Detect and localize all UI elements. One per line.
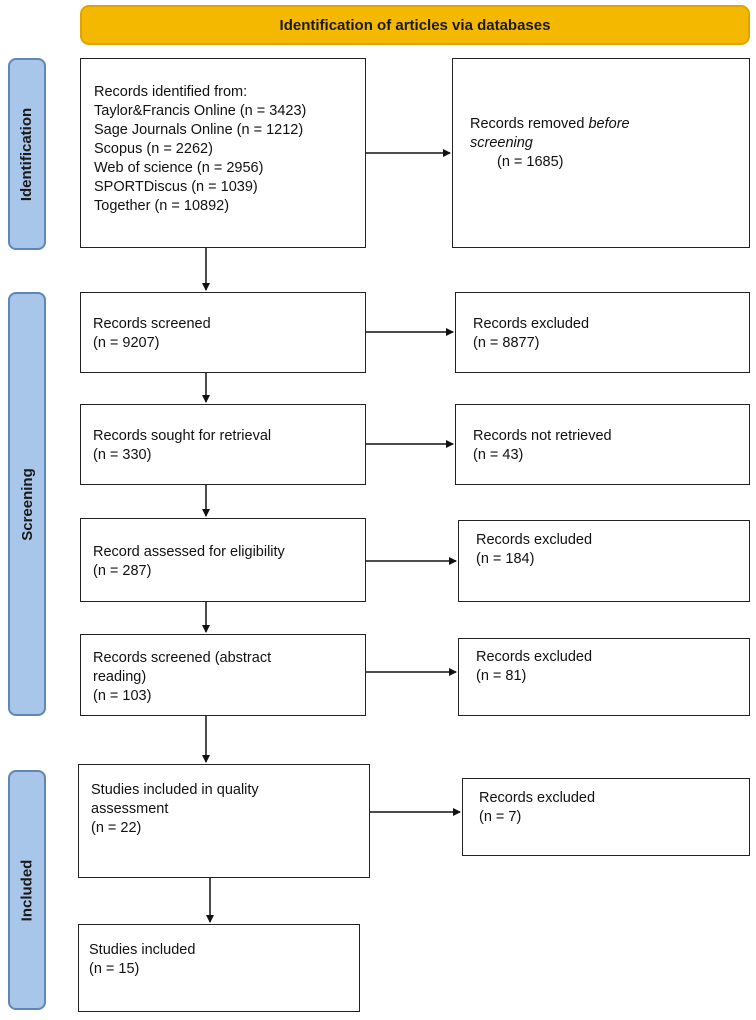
identified-line-4: Web of science (n = 2956) xyxy=(94,160,264,176)
phase-identification: Identification xyxy=(8,58,46,250)
identified-line-5: SPORTDiscus (n = 1039) xyxy=(94,179,258,195)
included-count: (n = 15) xyxy=(89,961,140,977)
screened-label: Records screened xyxy=(93,316,211,332)
studies-included-box: Studies included (n = 15) xyxy=(78,924,360,1012)
sought-count: (n = 330) xyxy=(93,447,152,463)
assessed-count: (n = 287) xyxy=(93,563,152,579)
records-assessed-box: Record assessed for eligibility (n = 287… xyxy=(80,518,366,602)
records-abstract-box: Records screened (abstract reading) (n =… xyxy=(80,634,366,716)
removed-count: (n = 1685) xyxy=(497,154,564,170)
abstract-label-1: Records screened (abstract xyxy=(93,650,272,666)
abstract-count: (n = 103) xyxy=(93,688,152,704)
excluded4-label: Records excluded xyxy=(479,790,596,806)
screened-count: (n = 9207) xyxy=(93,335,160,351)
removed-label: Records removed before xyxy=(470,115,749,134)
identified-line-0: Records identified from: xyxy=(94,84,248,100)
abstract-label-2: reading) xyxy=(93,669,147,685)
phase-included: Included xyxy=(8,770,46,1010)
records-not-retrieved-box: Records not retrieved (n = 43) xyxy=(455,404,750,485)
excluded4-count: (n = 7) xyxy=(479,809,522,825)
header-banner: Identification of articles via databases xyxy=(80,5,750,45)
identified-line-6: Together (n = 10892) xyxy=(94,198,230,214)
records-removed-box: Records removed before screening (n = 16… xyxy=(452,58,750,248)
banner-title: Identification of articles via databases xyxy=(279,16,551,34)
quality-label-1: Studies included in quality xyxy=(91,782,259,798)
removed-label-italic: before xyxy=(588,116,630,132)
identified-line-2: Sage Journals Online (n = 1212) xyxy=(94,122,304,138)
identified-line-3: Scopus (n = 2262) xyxy=(94,141,213,157)
excluded1-label: Records excluded xyxy=(473,316,590,332)
records-excluded-3-box: Records excluded (n = 81) xyxy=(458,638,750,716)
sought-label: Records sought for retrieval xyxy=(93,428,272,444)
records-excluded-4-box: Records excluded (n = 7) xyxy=(462,778,750,856)
removed-label-italic-2: screening xyxy=(470,135,533,151)
studies-quality-box: Studies included in quality assessment (… xyxy=(78,764,370,878)
not-retrieved-count: (n = 43) xyxy=(473,447,524,463)
not-retrieved-label: Records not retrieved xyxy=(473,428,612,444)
removed-label-text: Records removed xyxy=(470,116,589,132)
included-label: Studies included xyxy=(89,942,196,958)
identified-line-1: Taylor&Francis Online (n = 3423) xyxy=(94,103,307,119)
records-sought-box: Records sought for retrieval (n = 330) xyxy=(80,404,366,485)
quality-count: (n = 22) xyxy=(91,820,142,836)
excluded3-label: Records excluded xyxy=(476,649,593,665)
excluded2-count: (n = 184) xyxy=(476,551,535,567)
assessed-label: Record assessed for eligibility xyxy=(93,544,285,560)
records-identified-box: Records identified from: Taylor&Francis … xyxy=(80,58,366,248)
quality-label-2: assessment xyxy=(91,801,169,817)
records-screened-box: Records screened (n = 9207) xyxy=(80,292,366,373)
records-excluded-2-box: Records excluded (n = 184) xyxy=(458,520,750,602)
excluded3-count: (n = 81) xyxy=(476,668,527,684)
phase-screening: Screening xyxy=(8,292,46,716)
excluded1-count: (n = 8877) xyxy=(473,335,540,351)
excluded2-label: Records excluded xyxy=(476,532,593,548)
records-excluded-1-box: Records excluded (n = 8877) xyxy=(455,292,750,373)
